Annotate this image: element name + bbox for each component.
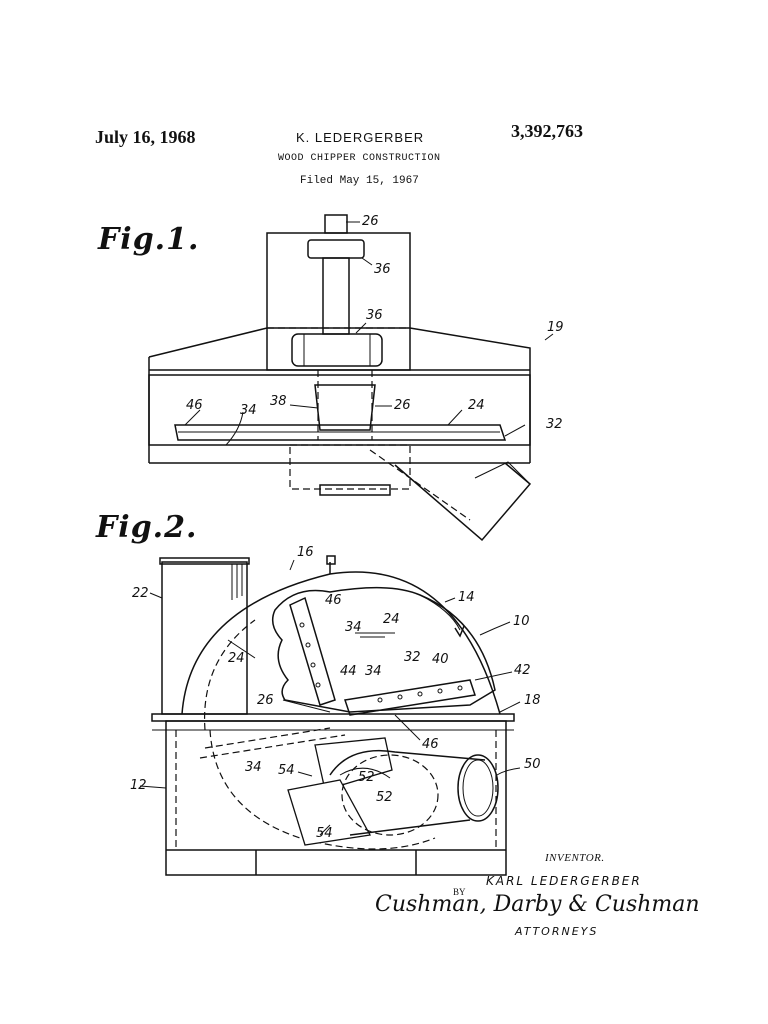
fig2-ref: 54 — [316, 826, 333, 841]
fig1-ref: 24 — [468, 398, 485, 413]
fig1-hood — [148, 327, 531, 371]
fig2-ref: 40 — [432, 652, 449, 667]
fig1-ref: 34 — [240, 403, 257, 418]
fig2-flange — [151, 713, 515, 722]
fig1-hub — [314, 384, 376, 431]
fig2-base — [165, 720, 507, 876]
fig1-ref: 38 — [270, 394, 287, 409]
fig1-ref: 32 — [546, 417, 563, 432]
patent-title: WOOD CHIPPER CONSTRUCTION — [278, 153, 441, 164]
fig1-chute — [394, 462, 532, 542]
fig2-ref: 46 — [422, 737, 439, 752]
fig2-discharge-lower — [287, 779, 372, 846]
fig2-ref: 54 — [278, 763, 295, 778]
fig2-ref: 34 — [345, 620, 362, 635]
fig1-upper-housing — [266, 232, 411, 371]
fig2-cutaway — [271, 586, 496, 713]
fig1-ref: 36 — [374, 262, 391, 277]
attorney-signature: Cushman, Darby & Cushman — [375, 892, 700, 917]
fig2-ref: 24 — [228, 651, 245, 666]
fig1-ref: 46 — [186, 398, 203, 413]
fig2-ref: 16 — [297, 545, 314, 560]
inventor-name: KARL LEDERGERBER — [486, 874, 642, 888]
fig2-ref: 52 — [376, 790, 393, 805]
fig2-ref: 14 — [458, 590, 475, 605]
fig2-ref: 46 — [325, 593, 342, 608]
fig2-drawing — [139, 555, 521, 876]
fig2-ref: 50 — [524, 757, 541, 772]
inventor-label: INVENTOR. — [545, 852, 605, 864]
fig2-ref: 34 — [245, 760, 262, 775]
fig1-ref: 36 — [366, 308, 383, 323]
by-label: BY — [453, 887, 466, 897]
fig2-ref: 12 — [130, 778, 147, 793]
patent-number: 3,392,763 — [511, 121, 583, 141]
fig2-ref: 18 — [524, 693, 541, 708]
fig2-knife-lower — [344, 679, 476, 716]
fig1-disc — [174, 424, 507, 441]
fig1-drawing — [148, 214, 554, 542]
fig2-ref: 26 — [257, 693, 274, 708]
fig1-label: Fig.1. — [98, 222, 200, 257]
fig2-ref: 42 — [514, 663, 531, 678]
filed-date: Filed May 15, 1967 — [300, 175, 419, 187]
fig1-ref: 19 — [547, 320, 564, 335]
inventor-header: K. LEDERGERBER — [296, 130, 425, 145]
attorneys-label: ATTORNEYS — [515, 925, 599, 938]
fig1-ref: 26 — [394, 398, 411, 413]
fig1-lower-bearing — [291, 333, 383, 367]
fig2-outlet — [457, 754, 499, 822]
patent-date: July 16, 1968 — [95, 127, 196, 147]
fig2-ref: 44 — [340, 664, 357, 679]
fig2-ref: 52 — [358, 770, 375, 785]
fig2-ref: 24 — [383, 612, 400, 627]
fig1-ref: 26 — [362, 214, 379, 229]
fig1-top-bearing — [307, 239, 365, 259]
fig2-knife-upper — [289, 596, 336, 706]
fig2-ref: 22 — [132, 586, 149, 601]
fig2-label: Fig.2. — [96, 510, 198, 545]
fig2-ref: 32 — [404, 650, 421, 665]
fig2-ref: 34 — [365, 664, 382, 679]
fig1-shaft — [322, 257, 350, 335]
fig2-ref: 10 — [513, 614, 530, 629]
